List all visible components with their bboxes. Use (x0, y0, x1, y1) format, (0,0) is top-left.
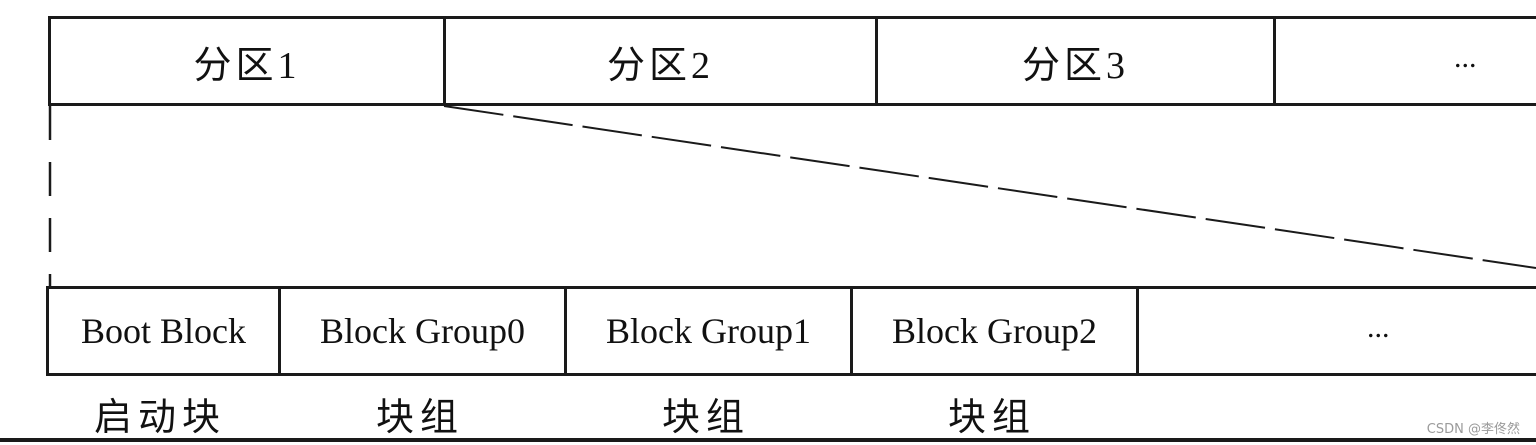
partition-row: 分区1 分区2 分区3 ... (48, 16, 1536, 106)
block-cell-more: ... (1367, 311, 1390, 344)
caption-block-group-0: 块组 (376, 395, 465, 439)
watermark: CSDN @李佟然 (1426, 422, 1520, 437)
caption-block-group-2: 块组 (948, 395, 1037, 439)
partition-cell-1: 分区1 (51, 19, 446, 103)
partition-cell-3: 分区3 (878, 19, 1276, 103)
bottom-rule (0, 438, 1536, 442)
caption-boot-block: 启动块 (94, 395, 227, 439)
block-group-1-cell: Block Group1 (567, 289, 853, 373)
boot-block-cell: Boot Block (49, 289, 281, 373)
partition-cell-more: ... (1454, 41, 1477, 74)
diagonal-dashed-connector (443, 105, 1536, 269)
caption-block-group-1: 块组 (662, 395, 751, 439)
block-row: Boot Block Block Group0 Block Group1 Blo… (46, 286, 1536, 376)
partition-cell-2: 分区2 (446, 19, 878, 103)
block-group-0-cell: Block Group0 (281, 289, 567, 373)
block-group-2-cell: Block Group2 (853, 289, 1139, 373)
